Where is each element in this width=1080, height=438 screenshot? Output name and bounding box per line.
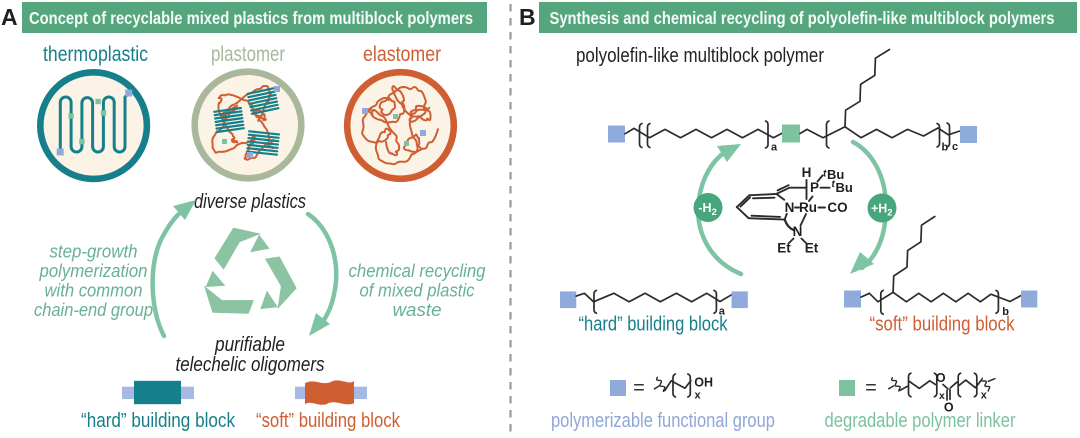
svg-text:polymerizable functional group: polymerizable functional group [551,410,775,432]
svg-text:“soft” building block: “soft” building block [870,314,1016,336]
svg-text:Et: Et [777,241,791,256]
svg-text:polyolefin-like multiblock pol: polyolefin-like multiblock polymer [576,45,824,67]
svg-text:CO: CO [827,200,847,215]
svg-text:chain-end group: chain-end group [34,299,153,320]
svg-text:+H: +H [871,202,887,216]
svg-text:chemical recycling: chemical recycling [349,260,487,281]
svg-text:=: = [865,377,877,399]
svg-text:O: O [944,401,954,415]
svg-text:of mixed plastic: of mixed plastic [360,280,476,301]
svg-text:=: = [633,377,645,399]
svg-text:plastomer: plastomer [211,43,285,66]
svg-text:purifiable: purifiable [214,334,285,356]
svg-text:telechelic oligomers: telechelic oligomers [176,354,325,376]
svg-text:x: x [695,390,702,402]
svg-text:N: N [793,224,803,239]
svg-text:t: t [823,169,827,180]
svg-text:t: t [832,179,836,190]
svg-text:H: H [802,165,812,180]
svg-text:c: c [952,141,958,153]
svg-text:Synthesis and chemical recycli: Synthesis and chemical recycling of poly… [550,8,1055,28]
svg-text:P: P [810,180,819,195]
svg-text:degradable polymer linker: degradable polymer linker [825,410,1016,432]
svg-text:b: b [942,142,949,154]
svg-text:elastomer: elastomer [363,43,441,66]
svg-text:N: N [785,200,795,215]
svg-text:thermoplastic: thermoplastic [43,43,148,66]
svg-text:OH: OH [694,375,713,389]
svg-text:“hard” building block: “hard” building block [81,410,236,432]
svg-text:2: 2 [887,208,892,219]
svg-text:Concept of recyclable mixed pl: Concept of recyclable mixed plastics fro… [29,8,473,28]
svg-text:x: x [939,390,945,402]
svg-text:“hard” building block: “hard” building block [579,314,729,336]
svg-text:“soft” building block: “soft” building block [256,410,401,432]
svg-text:waste: waste [393,299,442,320]
svg-text:x: x [981,390,988,402]
svg-text:polymerization: polymerization [39,260,148,281]
svg-text:2: 2 [712,207,717,218]
svg-text:with common: with common [45,280,143,301]
svg-text:Bu: Bu [827,167,844,182]
svg-text:Et: Et [805,241,819,256]
svg-text:b: b [1002,306,1009,318]
svg-text:a: a [719,306,726,318]
svg-text:-H: -H [698,201,711,215]
svg-text:step-growth: step-growth [50,241,138,262]
svg-text:Bu: Bu [836,180,853,195]
svg-text:O: O [936,371,946,385]
svg-text:B: B [519,4,536,30]
svg-text:diverse plastics: diverse plastics [194,191,306,213]
svg-text:A: A [1,4,18,30]
svg-text:a: a [771,142,778,154]
svg-text:Ru: Ru [799,200,817,215]
